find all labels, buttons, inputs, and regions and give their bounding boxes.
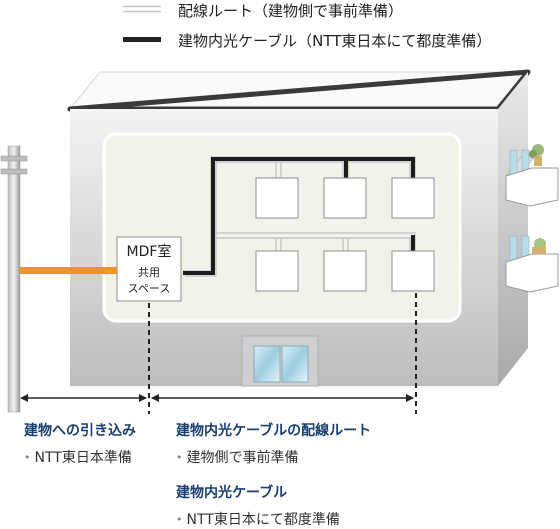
lead-in-heading: 建物への引き込み: [24, 423, 136, 439]
route-item: •建物側で事前準備: [176, 447, 299, 467]
units: [255, 177, 435, 292]
utility-pole: [0, 145, 28, 413]
mdf-room-sub2: スペース: [127, 282, 171, 295]
entrance-door-left: [253, 345, 281, 383]
bullet-icon: •: [24, 451, 31, 464]
legend-ntt-cable-line: [123, 37, 161, 42]
dashed-guides: [148, 293, 417, 414]
mdf-room-sub1: 共用: [138, 266, 160, 279]
entrance: [241, 335, 319, 387]
legend-ntt-cable-label: 建物内光ケーブル（NTT東日本にて都度準備）: [178, 32, 492, 50]
route-item-text: 建物側で事前準備: [186, 450, 299, 466]
dimension-lead-in-arrow: [20, 394, 147, 402]
unit-1: [255, 177, 299, 219]
cable-item-text: NTT東日本にて都度準備: [186, 512, 340, 528]
lead-in-item: •NTT東日本準備: [24, 447, 132, 467]
unit-5: [323, 250, 367, 292]
unit-6: [391, 250, 435, 292]
dimension-route-arrow: [151, 394, 414, 402]
pole-crossarm-lower: [0, 168, 28, 175]
unit-2: [323, 177, 367, 219]
balcony-upper: [504, 144, 559, 207]
mdf-room: [116, 236, 182, 302]
ntt-optical-cable: [183, 157, 415, 275]
building: [67, 69, 559, 387]
mdf-room-title: MDF室: [126, 244, 172, 260]
unit-3: [391, 177, 435, 219]
lead-in-item-text: NTT東日本準備: [34, 450, 132, 466]
route-heading: 建物内光ケーブルの配線ルート: [176, 423, 372, 439]
unit-4: [255, 250, 299, 292]
bullet-icon: •: [176, 513, 183, 526]
pole-shaft: [7, 145, 21, 413]
lead-in-cable: [20, 267, 117, 274]
pole-crossarm-upper: [0, 155, 28, 162]
legend: [123, 5, 161, 42]
building-side: [498, 72, 528, 386]
balcony-lower: [505, 235, 559, 293]
cable-heading: 建物内光ケーブル: [176, 485, 288, 501]
entrance-door-right: [281, 345, 309, 383]
cable-item: •NTT東日本にて都度準備: [176, 509, 340, 529]
bullet-icon: •: [176, 451, 183, 464]
legend-wiring-route-label: 配線ルート（建物側で事前準備）: [178, 2, 404, 20]
